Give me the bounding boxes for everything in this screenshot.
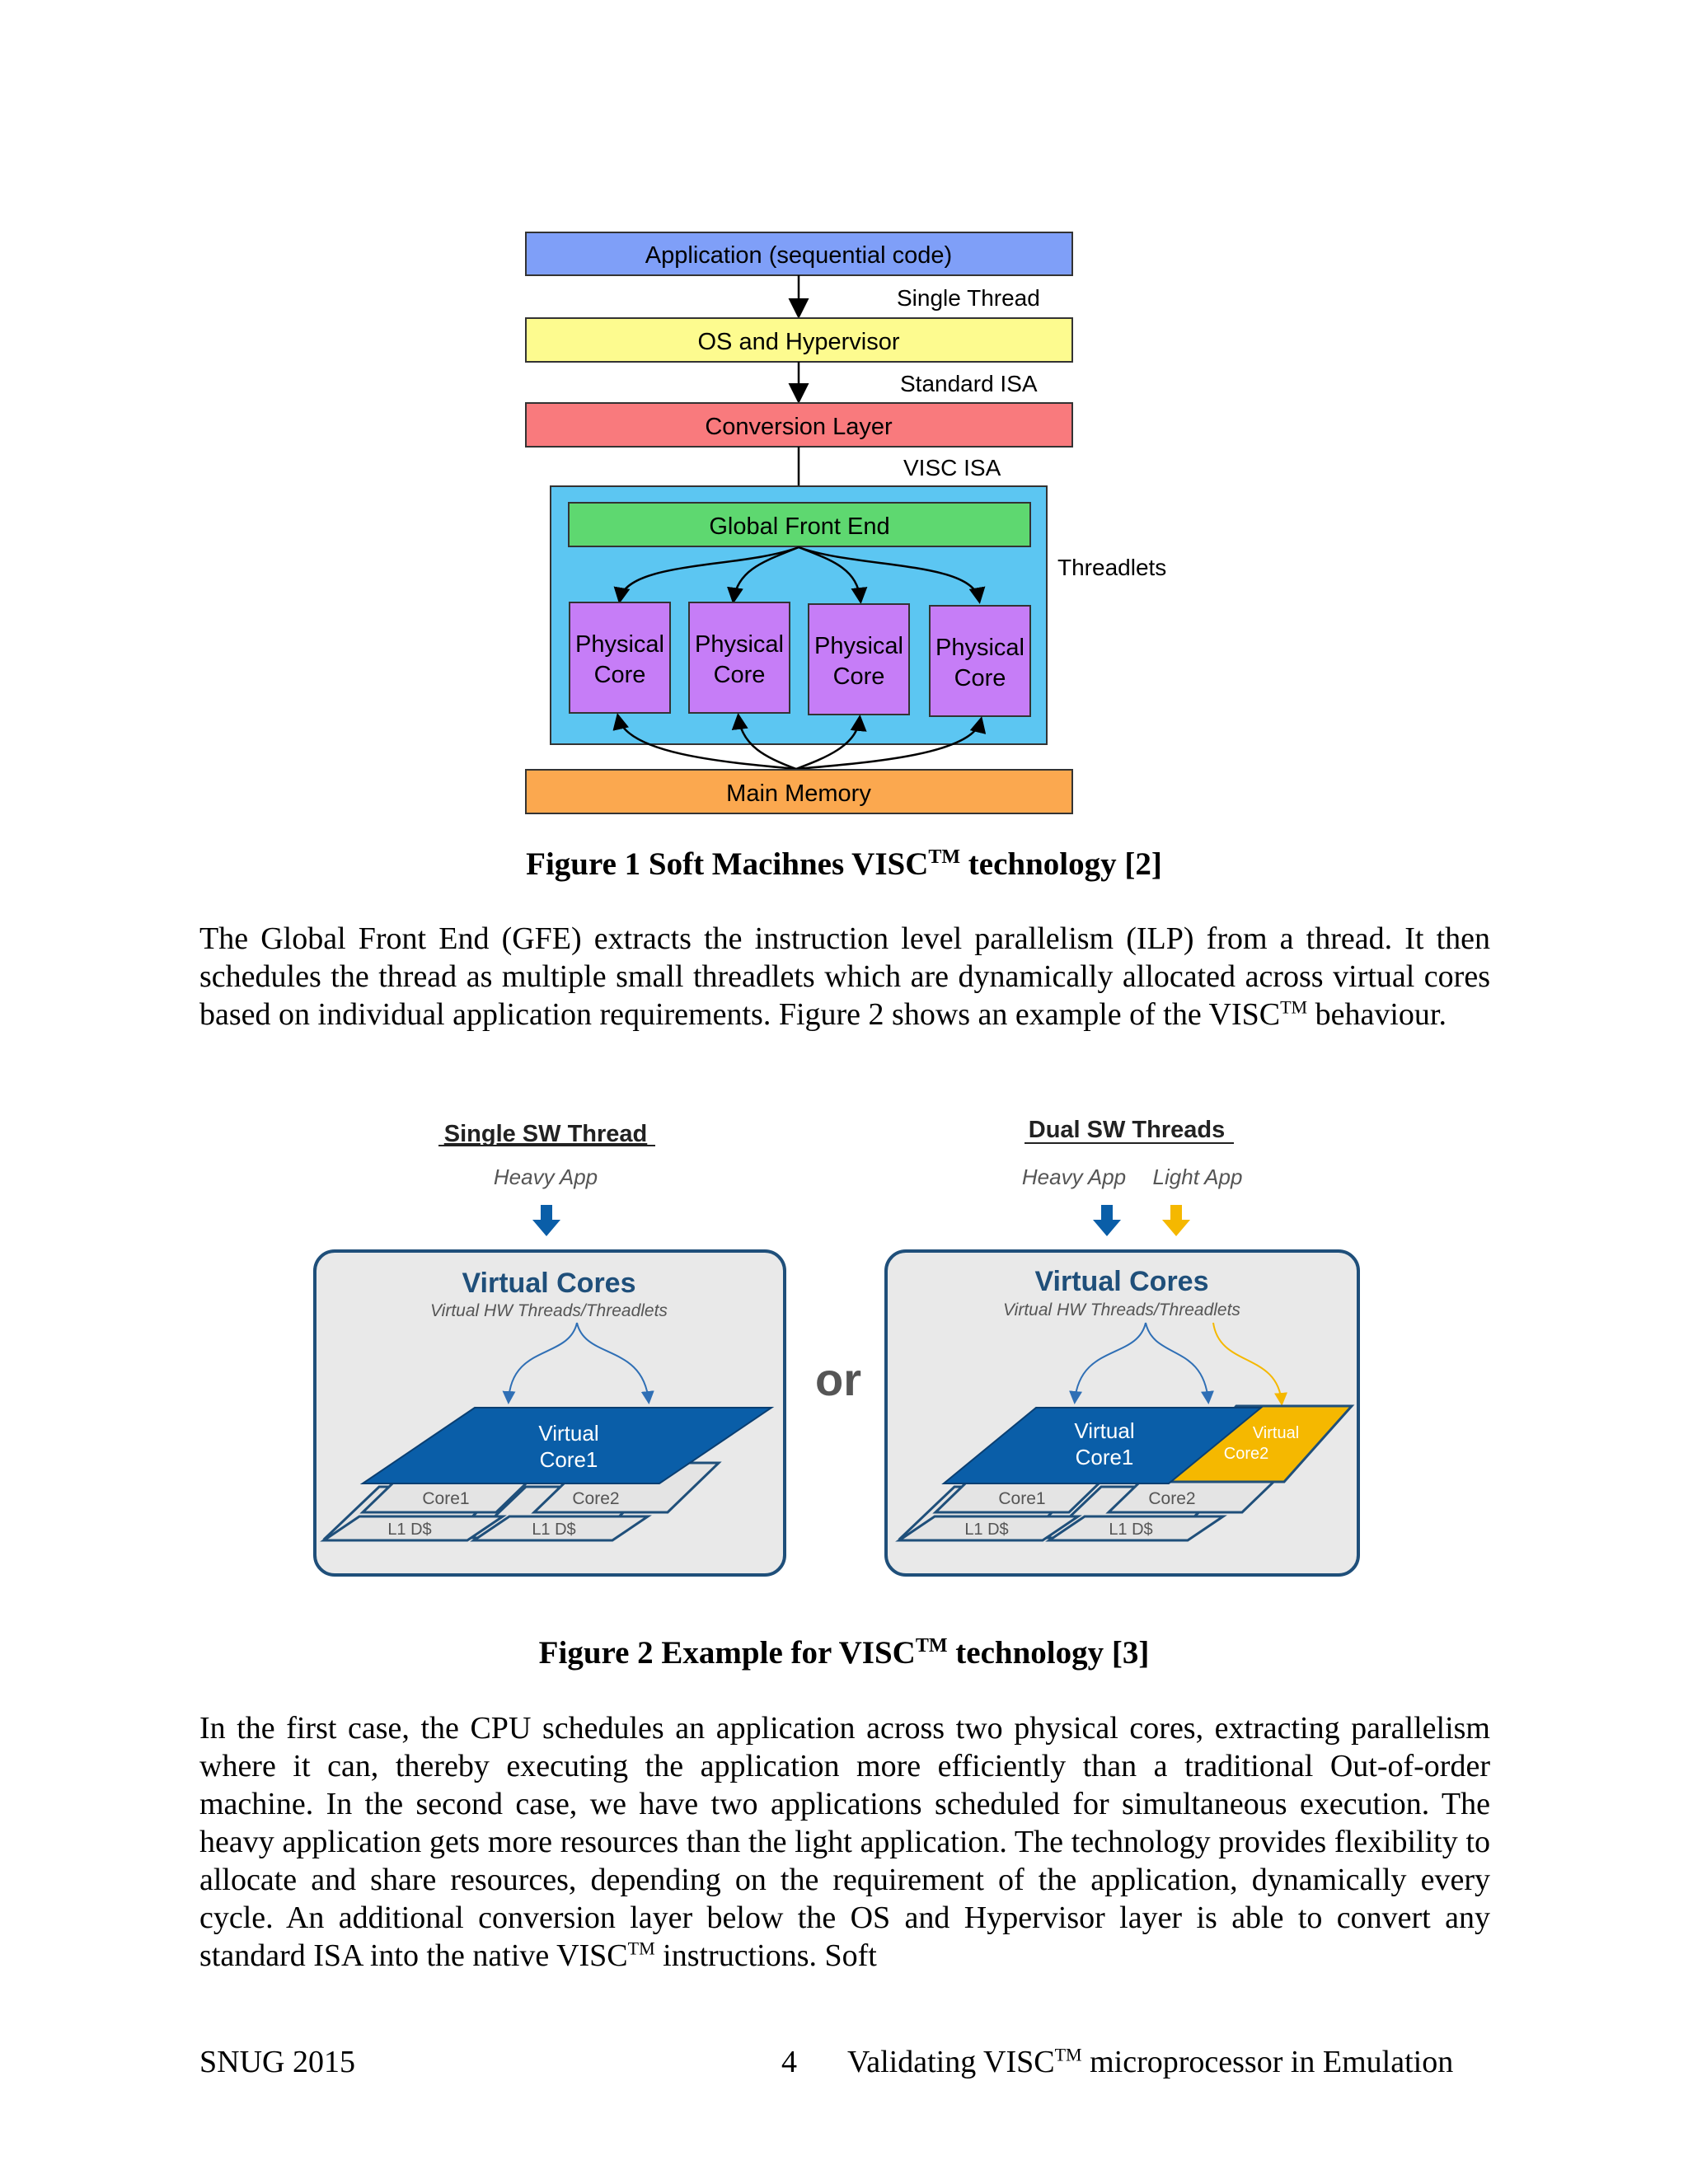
svg-text:Physical: Physical	[935, 635, 1025, 661]
footer-title: Validating VISCTM microprocessor in Emul…	[847, 2044, 1454, 2079]
physical-core-1: Physical Core	[569, 602, 671, 714]
virtual-core2-label-right: Core2	[1224, 1445, 1268, 1463]
application-label: Application (sequential code)	[645, 242, 952, 269]
footer-page-number: 4	[781, 2045, 797, 2079]
l1-plate-left-1	[320, 1515, 507, 1542]
conversion-label: Conversion Layer	[705, 414, 893, 440]
heavy-app-label-left: Heavy App	[494, 1165, 598, 1189]
threadlet-arrows-left	[502, 1322, 654, 1404]
heavy-app-arrow-left-icon	[532, 1205, 560, 1236]
os-label: OS and Hypervisor	[698, 329, 900, 355]
gfe-block	[568, 502, 1031, 547]
svg-text:Core: Core	[833, 663, 885, 690]
virtual-label-left: Virtual	[538, 1421, 598, 1446]
virtual-cores-title-left: Virtual Cores	[462, 1268, 635, 1299]
virtual-cores-title-right: Virtual Cores	[1034, 1266, 1208, 1297]
virtual-core1-left	[359, 1407, 775, 1484]
figure1-caption: Figure 1 Soft Macihnes VISCTM technology…	[526, 846, 1162, 882]
main-memory-label: Main Memory	[726, 780, 871, 807]
standard-isa-label: Standard ISA	[900, 371, 1038, 396]
virtual-sub-left: Virtual HW Threads/Threadlets	[430, 1301, 668, 1320]
core2-label-right: Core2	[1148, 1489, 1195, 1508]
core2-label-left: Core2	[572, 1489, 619, 1508]
virtual-sub-right: Virtual HW Threads/Threadlets	[1003, 1301, 1240, 1319]
light-app-arrow-right-icon	[1162, 1205, 1190, 1236]
l1-label-right-2: L1 D$	[1109, 1521, 1152, 1539]
physical-core-3: Physical Core	[808, 603, 910, 715]
virtual-core1-label-right: Core1	[1076, 1445, 1134, 1469]
l1-label-right-1: L1 D$	[964, 1521, 1008, 1539]
core-memory-arrows	[612, 713, 987, 771]
svg-text:Physical: Physical	[695, 631, 784, 658]
svg-text:Core: Core	[714, 662, 766, 688]
physical-core-2: Physical Core	[688, 602, 790, 714]
virtual-label-yellow: Virtual	[1253, 1424, 1299, 1442]
heavy-app-arrow-right-icon	[1093, 1205, 1121, 1236]
gfe-core-arrows	[613, 546, 986, 604]
figure1-diagram: Application (sequential code) Single Thr…	[525, 232, 1166, 814]
os-layer	[525, 317, 1073, 363]
dual-sw-threads-title: Dual SW Threads	[1029, 1117, 1226, 1143]
svg-text:Core: Core	[594, 662, 646, 688]
svg-text:Core: Core	[954, 665, 1006, 691]
light-app-label-right: Light App	[1153, 1165, 1243, 1189]
virtual-core1-right	[941, 1407, 1264, 1484]
application-layer	[525, 232, 1073, 276]
single-thread-label: Single Thread	[897, 285, 1040, 311]
l1-label-left-2: L1 D$	[532, 1521, 575, 1539]
physical-core-4: Physical Core	[929, 605, 1031, 717]
core1-label-left: Core1	[422, 1489, 469, 1508]
paragraph-1: The Global Front End (GFE) extracts the …	[199, 921, 1490, 1032]
gfe-label: Global Front End	[709, 513, 889, 540]
l1-plate-left-2	[470, 1515, 652, 1542]
main-memory-block	[525, 769, 1073, 814]
figure2-diagram: Single SW Thread Heavy App Virtual Cores…	[313, 1117, 1360, 1577]
core1-label-right: Core1	[998, 1489, 1045, 1508]
paragraph-2: In the first case, the CPU schedules an …	[199, 1711, 1490, 1973]
figure2-caption: Figure 2 Example for VISCTM technology […	[538, 1635, 1150, 1671]
l1-plate-right-1	[895, 1515, 1082, 1542]
l1-plate-right-2	[1045, 1515, 1227, 1542]
visc-isa-label: VISC ISA	[903, 455, 1001, 480]
virtual-core1-label-left: Core1	[540, 1447, 598, 1472]
svg-text:Physical: Physical	[575, 631, 664, 658]
single-sw-thread-title: Single SW Thread	[444, 1121, 648, 1147]
heavy-app-label-right: Heavy App	[1022, 1165, 1126, 1189]
or-label: or	[815, 1353, 861, 1405]
footer-left: SNUG 2015	[199, 2045, 355, 2079]
svg-text:Physical: Physical	[814, 633, 903, 659]
threadlet-arrows-right	[1069, 1322, 1287, 1406]
threadlets-label: Threadlets	[1057, 555, 1166, 580]
virtual-label-right: Virtual	[1074, 1418, 1134, 1443]
conversion-layer	[525, 402, 1073, 448]
l1-label-left-1: L1 D$	[387, 1521, 431, 1539]
